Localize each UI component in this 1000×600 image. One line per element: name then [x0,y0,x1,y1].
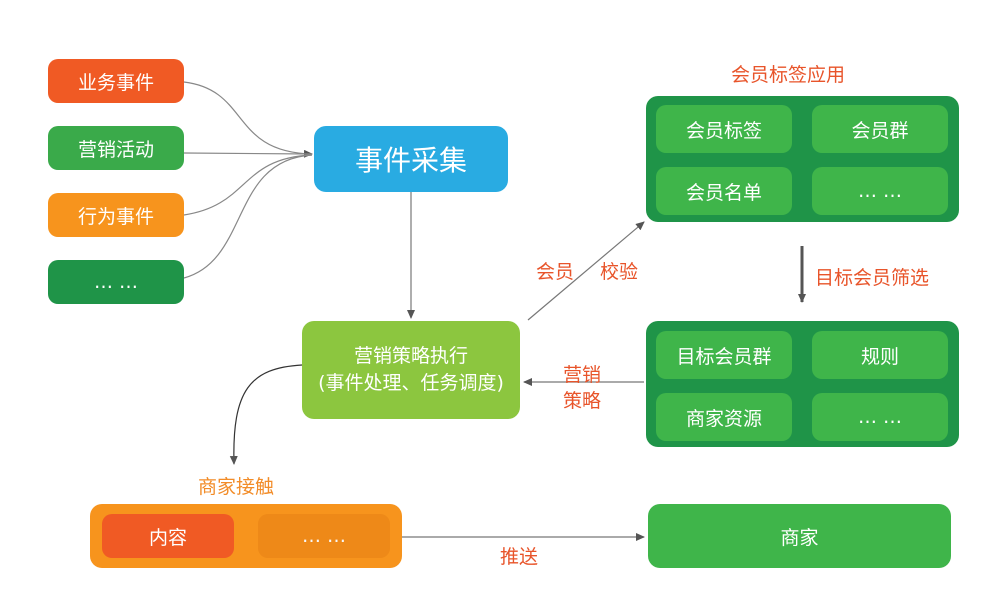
edge-strategy-to-tagapp [527,221,645,321]
rules-cell: 规则 [812,331,948,379]
edge-label-verify: 校验 [600,261,639,283]
merchant-reach-title: 商家接触 [198,476,275,498]
edge-label-push: 推送 [500,546,539,568]
edge-behavior-to-collection [183,154,313,216]
event-source-business: 业务事件 [48,59,184,103]
target-more-cell: … … [812,393,948,441]
edge-label-strategy: 策略 [563,390,602,412]
reach-more-cell: … … [258,514,390,558]
event-collection-node: 事件采集 [314,126,508,192]
strategy-execution-node: 营销策略执行 (事件处理、任务调度) [302,321,520,419]
edge-strategy-to-reach [229,364,303,465]
member-group-cell: 会员群 [812,105,948,153]
merchant-resource-cell: 商家资源 [656,393,792,441]
strategy-execution-line1: 营销策略执行 [353,345,468,367]
event-source-marketing: 营销活动 [48,126,184,170]
event-source-other: … … [48,260,184,304]
target-group-cell: 目标会员群 [656,331,792,379]
edge-marketing-to-collection [183,152,313,155]
content-cell: 内容 [102,514,234,558]
edge-label-member: 会员 [536,261,575,283]
member-list-cell: 会员名单 [656,167,792,215]
event-source-behavior: 行为事件 [48,193,184,237]
strategy-execution-line2: (事件处理、任务调度) [318,372,504,394]
member-tag-app-title: 会员标签应用 [731,64,846,86]
edge-label-marketing: 营销 [563,364,602,386]
merchant-node: 商家 [648,504,951,568]
edge-other-to-collection [183,154,313,279]
edge-label-filter: 目标会员筛选 [815,267,930,289]
edge-business-to-collection [183,81,313,158]
member-tag-more-cell: … … [812,167,948,215]
member-tag-cell: 会员标签 [656,105,792,153]
